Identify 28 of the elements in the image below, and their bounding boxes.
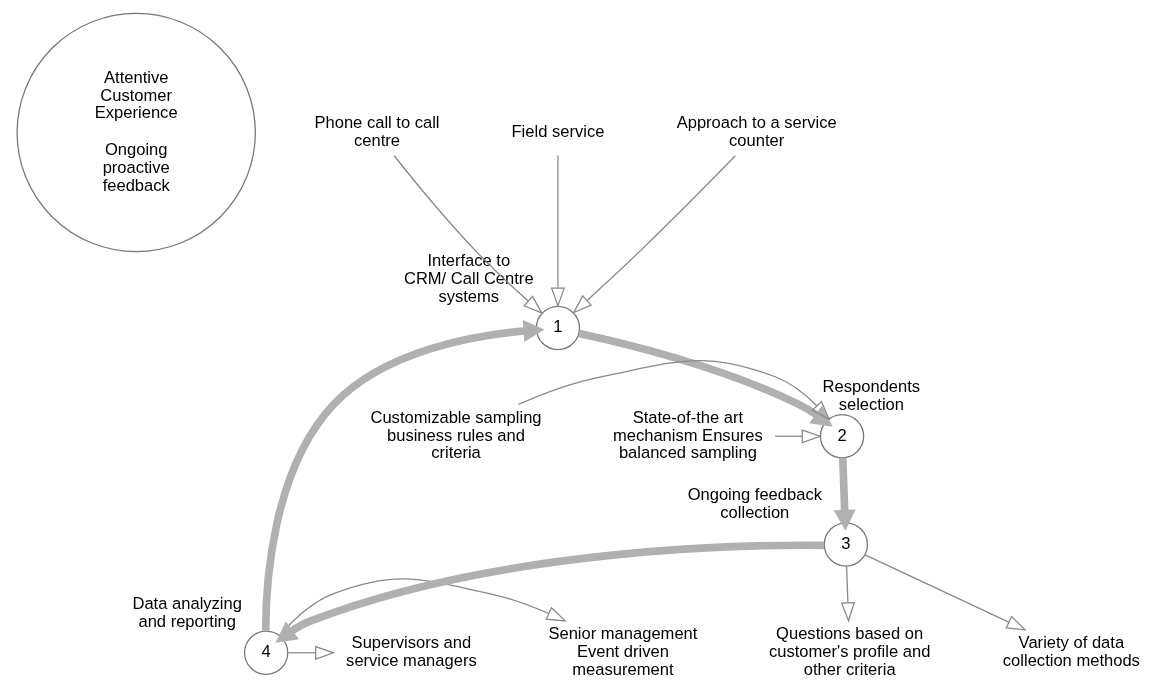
node-text: Customizable sampling business rules and criteria	[369, 407, 542, 463]
node-text: Approach to a service counter	[676, 112, 837, 150]
arrow	[774, 429, 822, 444]
arrow	[517, 359, 830, 421]
node-text: State-of-the art mechanism Ensures balanced sampling	[612, 407, 763, 463]
node-text: Supervisors and service managers	[345, 633, 477, 671]
node-circle: 2	[819, 414, 864, 459]
arrow	[833, 457, 856, 531]
node-label: Respondents selection	[822, 377, 920, 415]
arrow	[840, 565, 855, 623]
arrow	[393, 155, 543, 315]
arrow	[577, 329, 833, 427]
node-circle: 3	[823, 522, 868, 567]
node-label: Interface to CRM/ Call Centre systems	[403, 251, 534, 306]
node-circle: 4	[243, 630, 288, 675]
node-circle: Attentive Customer Experience Ongoing proactive feedback	[15, 12, 256, 253]
node-label: Data analyzing and reporting	[131, 593, 242, 631]
node-text: Phone call to call centre	[313, 112, 440, 150]
arrow	[863, 554, 1027, 631]
node-text: Field service	[510, 121, 604, 141]
node-text: Variety of data collection methods	[1002, 633, 1140, 671]
arrow	[571, 155, 736, 314]
node-text: Senior management Event driven measurement	[547, 624, 697, 679]
node-circle: 1	[535, 305, 580, 351]
arrow	[287, 645, 335, 660]
arrow	[550, 154, 565, 308]
node-text: Questions based on customer's profile and other criteria	[768, 624, 930, 679]
node-label: Ongoing feedback collection	[687, 485, 822, 523]
